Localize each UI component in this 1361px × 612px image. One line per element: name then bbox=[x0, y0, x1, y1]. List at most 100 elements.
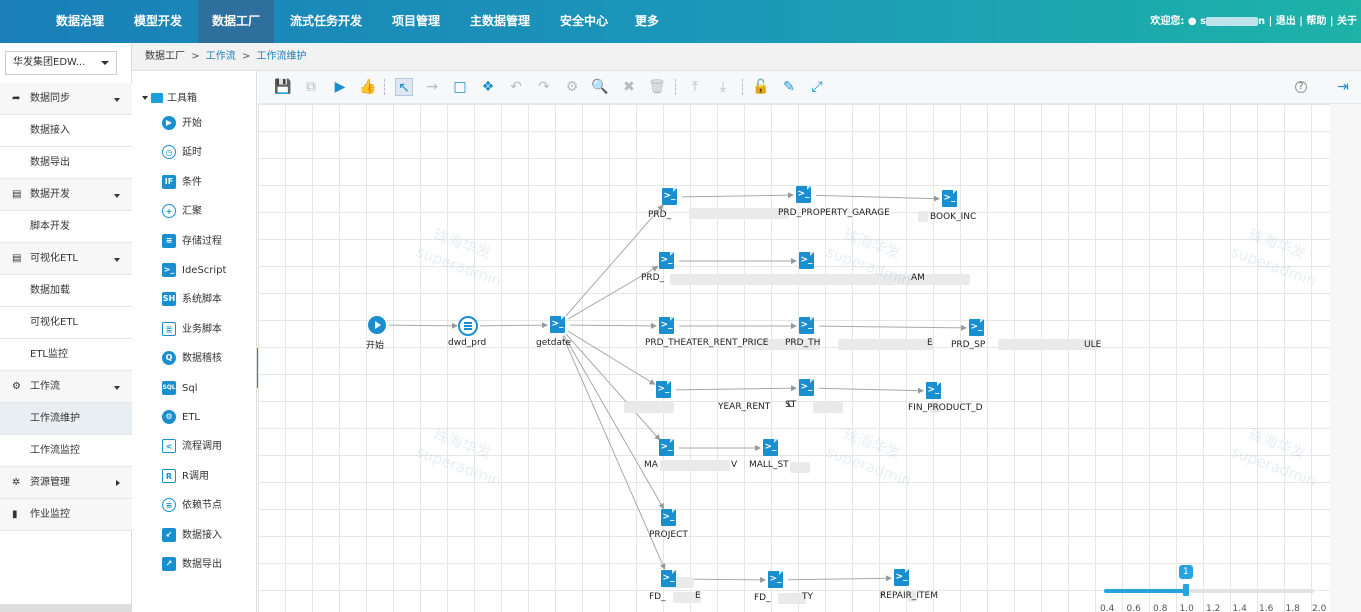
sidebar-item-9[interactable]: ⚙工作流 bbox=[0, 371, 132, 403]
share-icon: ➦ bbox=[12, 93, 21, 104]
sidebar-item-7[interactable]: 可视化ETL bbox=[0, 307, 132, 339]
breadcrumb-root[interactable]: 数据工厂 bbox=[145, 51, 185, 62]
editor-toolbar: 💾 ⧉ ▶ 👍 ↖ → □ ❖ ↶ ↷ ⚙ 🔍 ✖ 🗑 ⤒ ⤓ 🔓 ✎ ⤢? ⇥ bbox=[258, 71, 1361, 104]
flow-node-label: 开始 bbox=[366, 341, 385, 351]
toolbox-title[interactable]: 工具箱 bbox=[142, 89, 197, 104]
help-link[interactable]: 帮助 bbox=[1306, 16, 1327, 27]
sidebar-item-label: 作业监控 bbox=[30, 509, 70, 520]
flow-edge-getdate-n4a[interactable] bbox=[567, 330, 656, 385]
logout-link[interactable]: 退出 bbox=[1275, 16, 1296, 27]
flow-edge-start-dwd_prd[interactable] bbox=[388, 322, 459, 329]
nav-stream-task-dev[interactable]: 流式任务开发 bbox=[289, 14, 362, 28]
sidebar-item-4[interactable]: 脚本开发 bbox=[0, 211, 132, 243]
flow-edge-n7b-n7c[interactable] bbox=[787, 575, 893, 582]
flow-edge-n4b-n4c[interactable] bbox=[818, 387, 925, 394]
settings-icon[interactable]: ⚙ bbox=[565, 79, 579, 95]
flow-edge-n1a-n1b[interactable] bbox=[681, 192, 795, 199]
tool-label: IdeScript bbox=[182, 265, 227, 276]
sidebar-item-12[interactable]: ✲资源管理 bbox=[0, 467, 132, 499]
terminal-icon: >_ bbox=[799, 252, 814, 269]
flow-edge-getdate-n1a[interactable] bbox=[565, 204, 664, 317]
nav-security-center[interactable]: 安全中心 bbox=[559, 14, 608, 28]
sidebar-item-label: 可视化ETL bbox=[30, 253, 78, 264]
flow-edge-getdate-n6a[interactable] bbox=[563, 335, 665, 510]
flow-edge-getdate-n7a[interactable] bbox=[562, 335, 666, 570]
edit-icon[interactable]: ✎ bbox=[783, 79, 795, 95]
sidebar-item-2[interactable]: 数据导出 bbox=[0, 147, 132, 179]
upload-icon[interactable]: ⤒ bbox=[691, 79, 699, 95]
expand-icon[interactable]: ⤢ bbox=[811, 79, 823, 95]
zoom-icon[interactable]: 🔍 bbox=[591, 79, 609, 95]
tool-label: 数据接入 bbox=[182, 529, 222, 541]
tool-1[interactable]: ◷延时 bbox=[162, 144, 202, 162]
sidebar-item-10[interactable]: 工作流维护 bbox=[0, 403, 132, 435]
sidebar-item-11[interactable]: 工作流监控 bbox=[0, 435, 132, 467]
nav-more[interactable]: 更多 bbox=[634, 14, 659, 28]
save-icon[interactable]: 💾 bbox=[274, 79, 292, 95]
flow-edge-getdate-n3a[interactable] bbox=[569, 322, 658, 329]
cubes-icon[interactable]: ❖ bbox=[481, 79, 495, 95]
redacted-label-mask bbox=[930, 402, 940, 413]
flow-edge-n7a-n7b[interactable] bbox=[680, 576, 767, 583]
flow-edge-getdate-n2a[interactable] bbox=[568, 266, 659, 320]
sidebar-item-8[interactable]: ETL监控 bbox=[0, 339, 132, 371]
sidebar-item-1[interactable]: 数据接入 bbox=[0, 115, 132, 147]
line-icon[interactable]: → bbox=[426, 79, 438, 95]
flow-edge-n1b-n1c[interactable] bbox=[815, 194, 941, 202]
redo-icon[interactable]: ↷ bbox=[538, 79, 550, 95]
flow-edge-dwd_prd-getdate[interactable] bbox=[479, 322, 549, 329]
nav-data-governance[interactable]: 数据治理 bbox=[55, 14, 104, 28]
thumb-icon[interactable]: 👍 bbox=[359, 79, 377, 95]
nav-master-data[interactable]: 主数据管理 bbox=[469, 14, 530, 28]
breadcrumb-workflow[interactable]: 工作流 bbox=[205, 51, 236, 62]
download-icon[interactable]: ⤓ bbox=[719, 79, 727, 95]
pointer-icon[interactable]: ↖ bbox=[395, 78, 413, 96]
zoom-track[interactable] bbox=[1104, 589, 1314, 593]
nav-project-mgmt[interactable]: 项目管理 bbox=[391, 14, 440, 28]
org-select[interactable]: 华发集团EDW... bbox=[5, 51, 117, 75]
sidebar-item-6[interactable]: 数据加载 bbox=[0, 275, 132, 307]
sidebar-item-0[interactable]: ➦ 数据同步 bbox=[0, 83, 132, 115]
sidebar-scrollbar[interactable] bbox=[0, 604, 132, 612]
tool-0[interactable]: ▶开始 bbox=[162, 115, 202, 133]
flow-edge-getdate-n5a[interactable] bbox=[565, 333, 661, 441]
breadcrumb-workflow-maintain[interactable]: 工作流维护 bbox=[256, 51, 307, 62]
canvas-vertical-scroll[interactable] bbox=[1330, 104, 1361, 612]
tool-13[interactable]: ≡依赖节点 bbox=[162, 497, 222, 515]
sidebar-item-13[interactable]: ▮作业监控 bbox=[0, 499, 132, 531]
nav-data-factory[interactable]: 数据工厂 bbox=[198, 0, 274, 43]
tool-7[interactable]: ≣业务脚本 bbox=[162, 321, 222, 339]
exit-icon[interactable]: ⇥ bbox=[1337, 79, 1349, 95]
tool-3[interactable]: +汇聚 bbox=[162, 203, 202, 221]
zoom-handle[interactable] bbox=[1182, 584, 1189, 596]
sidebar-item-3[interactable]: ▤数据开发 bbox=[0, 179, 132, 211]
copy-icon[interactable]: ⧉ bbox=[306, 79, 316, 95]
sidebar-item-label: 数据同步 bbox=[30, 93, 70, 104]
tool-5[interactable]: >_IdeScript bbox=[162, 262, 226, 280]
help-icon[interactable]: ? bbox=[1295, 81, 1307, 93]
trash-icon[interactable]: 🗑 bbox=[648, 79, 666, 95]
nav-model-dev[interactable]: 模型开发 bbox=[133, 14, 182, 28]
tool-15[interactable]: ↗数据导出 bbox=[162, 556, 222, 574]
flow-edge-n4a-n4b[interactable] bbox=[675, 385, 798, 392]
tool-4[interactable]: ≡存储过程 bbox=[162, 233, 222, 251]
run-icon[interactable]: ▶ bbox=[334, 79, 346, 95]
close-icon[interactable]: ✖ bbox=[623, 79, 635, 95]
about-link[interactable]: 关于 bbox=[1337, 16, 1357, 27]
tool-14[interactable]: ↙数据接入 bbox=[162, 527, 222, 545]
rect-icon[interactable]: □ bbox=[453, 79, 467, 95]
tool-11[interactable]: <流程调用 bbox=[162, 438, 222, 456]
flow-edge-n3b-n3c[interactable] bbox=[818, 324, 968, 331]
sidebar-item-5[interactable]: ▤可视化ETL bbox=[0, 243, 132, 275]
undo-icon[interactable]: ↶ bbox=[510, 79, 522, 95]
tool-10[interactable]: ⚙ETL bbox=[162, 409, 200, 427]
unlock-icon[interactable]: 🔓 bbox=[752, 79, 770, 95]
